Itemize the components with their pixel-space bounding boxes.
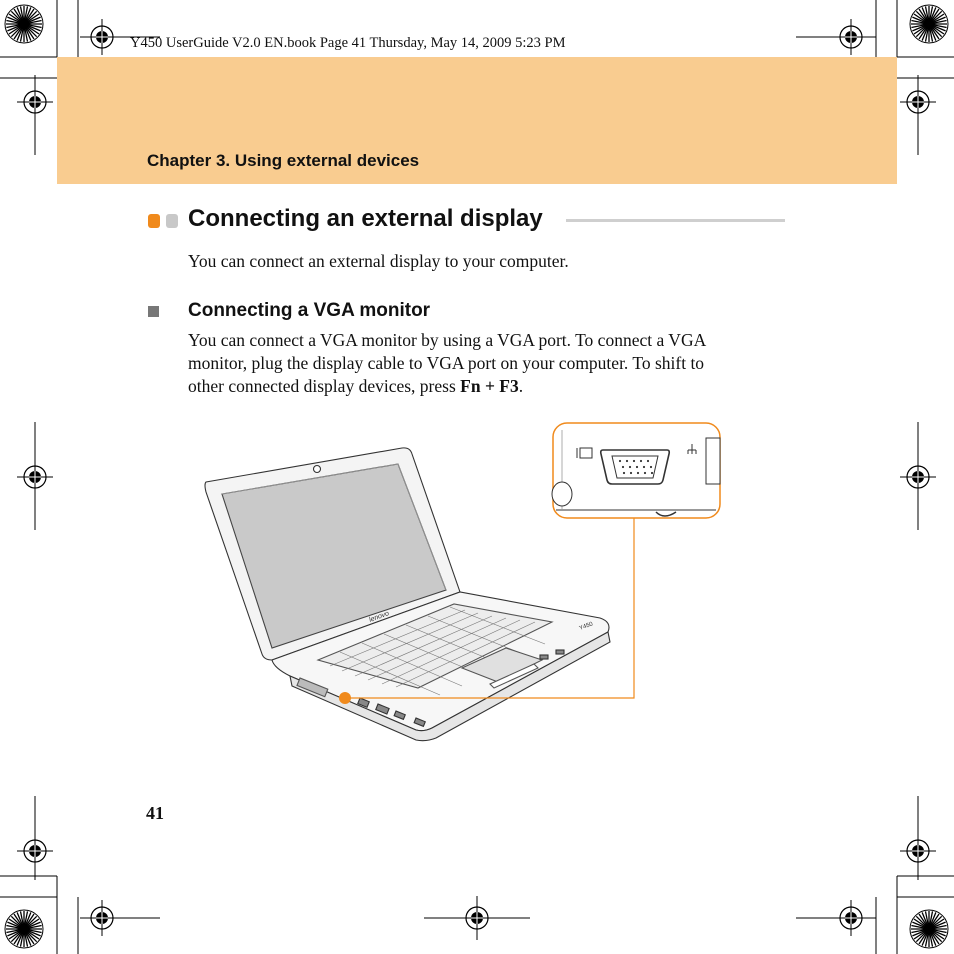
page-number: 41 xyxy=(146,803,164,823)
section-intro: You can connect an external display to y… xyxy=(188,251,569,271)
network-port-icon xyxy=(687,444,697,454)
callout-line xyxy=(345,518,635,699)
section-title: Connecting an external display xyxy=(188,205,543,232)
subsection-title: Connecting a VGA monitor xyxy=(188,300,431,321)
paragraph-line-3-suffix: . xyxy=(518,376,524,396)
paragraph-line-3-prefix: other connected display devices, press xyxy=(188,376,461,396)
paragraph-line-3: other connected display devices, press F… xyxy=(188,375,788,398)
laptop-illustration xyxy=(204,447,611,742)
key-combo: Fn + F3 xyxy=(460,376,519,396)
book-meta-line: Y450 UserGuide V2.0 EN.book Page 41 Thur… xyxy=(130,35,566,51)
chapter-title: Chapter 3. Using external devices xyxy=(147,151,420,170)
paragraph-line-1: You can connect a VGA monitor by using a… xyxy=(188,330,707,350)
vga-port-zoom-inset xyxy=(551,422,721,519)
square-bullet-icon xyxy=(148,306,159,317)
paragraph-line-2: monitor, plug the display cable to VGA p… xyxy=(188,353,705,373)
vga-port-callout-dot xyxy=(339,692,351,704)
section-bullet-icon xyxy=(148,214,178,228)
monitor-port-icon xyxy=(576,447,593,459)
chapter-band xyxy=(57,57,897,184)
laptop-model-label: Y450 xyxy=(579,621,595,632)
section-rule xyxy=(566,219,785,222)
subsection-paragraph: You can connect a VGA monitor by using a… xyxy=(188,329,788,398)
